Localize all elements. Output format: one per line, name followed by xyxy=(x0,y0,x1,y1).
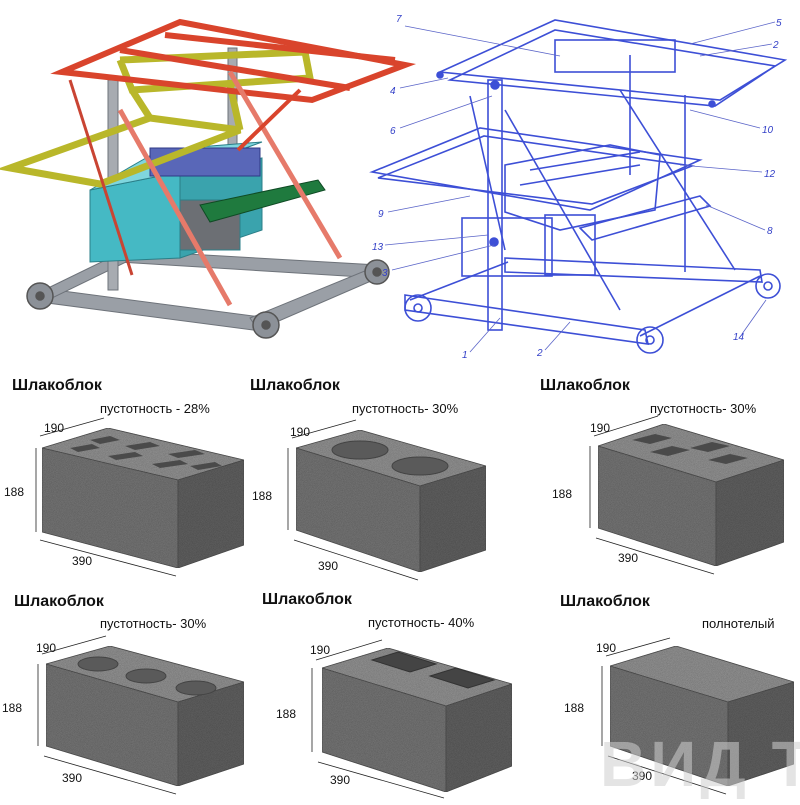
length-label: 390 xyxy=(618,551,638,565)
callout-4: 4 xyxy=(390,86,396,97)
block-shape xyxy=(608,645,796,787)
block-6: Шлакоблок полнотелый 190 188 390 xyxy=(560,593,796,795)
callout-9: 9 xyxy=(378,209,384,220)
callout-12: 12 xyxy=(764,169,776,180)
dimension-lines xyxy=(311,639,445,799)
callout-leaders xyxy=(384,21,776,353)
callout-2-top: 2 xyxy=(772,40,779,51)
length-label: 390 xyxy=(318,559,338,573)
block-voidness: пустотность- 30% xyxy=(100,616,207,631)
width-label: 190 xyxy=(590,421,610,435)
dimension-lines xyxy=(589,415,715,575)
dimension-lines xyxy=(35,417,177,577)
block-title: Шлакоблок xyxy=(560,593,651,610)
block-voidness: пустотность- 40% xyxy=(368,615,475,630)
block-holes xyxy=(70,436,222,470)
watermark: ВИД ТЕЛО xyxy=(600,728,800,800)
machine-red-frame xyxy=(50,18,417,104)
height-label: 188 xyxy=(276,707,296,721)
height-label: 188 xyxy=(552,487,572,501)
length-label: 390 xyxy=(330,773,350,787)
height-label: 188 xyxy=(4,485,24,499)
block-shape xyxy=(320,647,514,793)
block-1: Шлакоблок пустотность - 28% 190 188 390 xyxy=(4,377,246,577)
callout-1: 1 xyxy=(462,350,468,361)
block-voidness: пустотность - 28% xyxy=(100,401,210,416)
block-shape xyxy=(596,423,786,567)
height-label: 188 xyxy=(564,701,584,715)
height-label: 188 xyxy=(252,489,272,503)
block-title: Шлакоблок xyxy=(14,593,105,610)
width-label: 190 xyxy=(44,421,64,435)
callout-7: 7 xyxy=(396,14,402,25)
height-label: 188 xyxy=(2,701,22,715)
block-title: Шлакоблок xyxy=(250,377,341,394)
block-shape xyxy=(294,429,488,573)
block-voidness: пустотность- 30% xyxy=(352,401,459,416)
block-holes xyxy=(632,434,748,464)
callout-3: 3 xyxy=(382,268,388,279)
machine-braces xyxy=(68,70,343,307)
machine-wheels xyxy=(26,259,390,339)
callout-6: 6 xyxy=(390,126,396,137)
length-label: 390 xyxy=(632,769,652,783)
width-label: 190 xyxy=(290,425,310,439)
block-title: Шлакоблок xyxy=(12,377,103,394)
callout-14: 14 xyxy=(733,332,745,343)
block-2: Шлакоблок пустотность- 30% 190 188 390 xyxy=(250,377,488,581)
block-voidness: полнотелый xyxy=(702,616,775,631)
callout-8: 8 xyxy=(767,226,773,237)
callout-labels: 7 4 5 2 6 10 12 9 13 3 8 1 2 14 xyxy=(372,14,782,361)
machine-technical-drawing xyxy=(369,19,788,354)
machine-tray xyxy=(199,179,326,223)
width-label: 190 xyxy=(36,641,56,655)
length-label: 390 xyxy=(62,771,82,785)
block-title: Шлакоблок xyxy=(540,377,631,394)
callout-10: 10 xyxy=(762,125,774,136)
dimension-lines xyxy=(37,635,177,795)
block-3: Шлакоблок пустотность- 30% 190 188 390 xyxy=(540,377,786,575)
width-label: 190 xyxy=(310,643,330,657)
machine-mold xyxy=(89,141,263,263)
callout-13: 13 xyxy=(372,242,384,253)
machine-3d-render xyxy=(0,18,417,339)
block-5: Шлакоблок пустотность- 40% 190 188 390 xyxy=(262,591,514,799)
block-title: Шлакоблок xyxy=(262,591,353,608)
callout-2-base: 2 xyxy=(536,348,543,359)
width-label: 190 xyxy=(596,641,616,655)
block-4: Шлакоблок пустотность- 30% 190 188 390 xyxy=(2,593,246,795)
dimension-lines xyxy=(287,419,419,581)
length-label: 390 xyxy=(72,554,92,568)
block-holes xyxy=(77,656,217,696)
callout-5: 5 xyxy=(776,18,782,29)
block-holes xyxy=(331,440,449,476)
block-voidness: пустотность- 30% xyxy=(650,401,757,416)
block-holes xyxy=(370,651,496,689)
dimension-lines xyxy=(601,637,727,795)
